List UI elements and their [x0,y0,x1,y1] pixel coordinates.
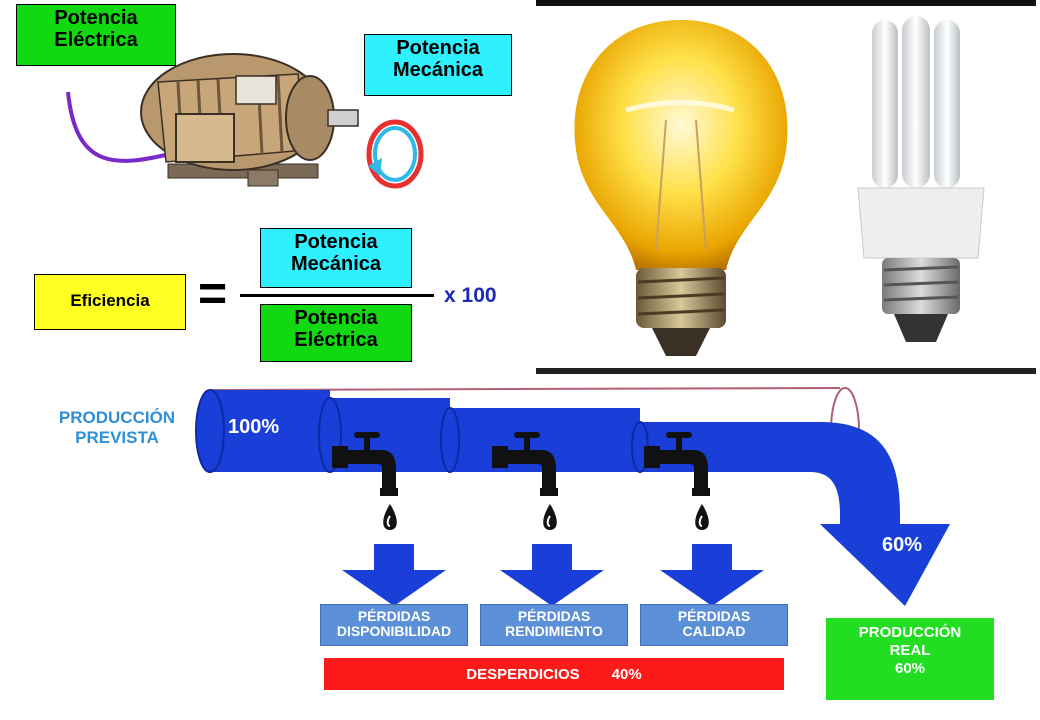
electric-power-label: Potencia Eléctrica [16,4,176,66]
waste-bar: DESPERDICIOS 40% [324,658,784,690]
waste-label: DESPERDICIOS [466,665,580,683]
rotation-arrow-icon [366,119,424,189]
pipe-diagram [195,387,950,606]
efficiency-label: Eficiencia [34,274,186,330]
multiplier-text: x 100 [444,284,497,307]
faucet-icon [492,432,558,530]
start-percentage: 100% [228,416,280,438]
loss-availability: PÉRDIDAS DISPONIBILIDAD [320,604,468,646]
down-arrow-icon [660,544,764,606]
frame-bottom [536,368,1036,374]
loss-quality: PÉRDIDAS CALIDAD [640,604,788,646]
denominator-electric-power: Potencia Eléctrica [260,304,412,362]
down-arrow-icon [342,544,446,606]
fraction-bar [240,294,434,297]
motor-efficiency-panel: Potencia Eléctrica Potencia Mecánica [8,0,532,362]
waste-percentage: 40% [611,665,642,683]
production-pipe-panel: PRODUCCIÓN PREVISTA 100% 60% [0,374,1040,720]
faucet-icon [644,432,710,530]
cfl-bulb-icon [857,16,985,342]
numerator-mechanical-power: Potencia Mecánica [260,228,412,288]
mechanical-power-label: Potencia Mecánica [364,34,512,96]
real-production-box: PRODUCCIÓN REAL 60% [826,618,994,700]
end-percentage: 60% [882,534,923,556]
frame-top [536,0,1036,6]
down-arrow-icon [500,544,604,606]
electric-motor-icon [66,53,359,187]
bulb-comparison-panel [536,0,1040,374]
planned-production-label: PRODUCCIÓN PREVISTA [58,408,176,447]
faucet-icon [332,432,398,530]
equals-sign: = [198,265,228,321]
incandescent-bulb-icon [574,20,788,356]
loss-performance: PÉRDIDAS RENDIMIENTO [480,604,628,646]
